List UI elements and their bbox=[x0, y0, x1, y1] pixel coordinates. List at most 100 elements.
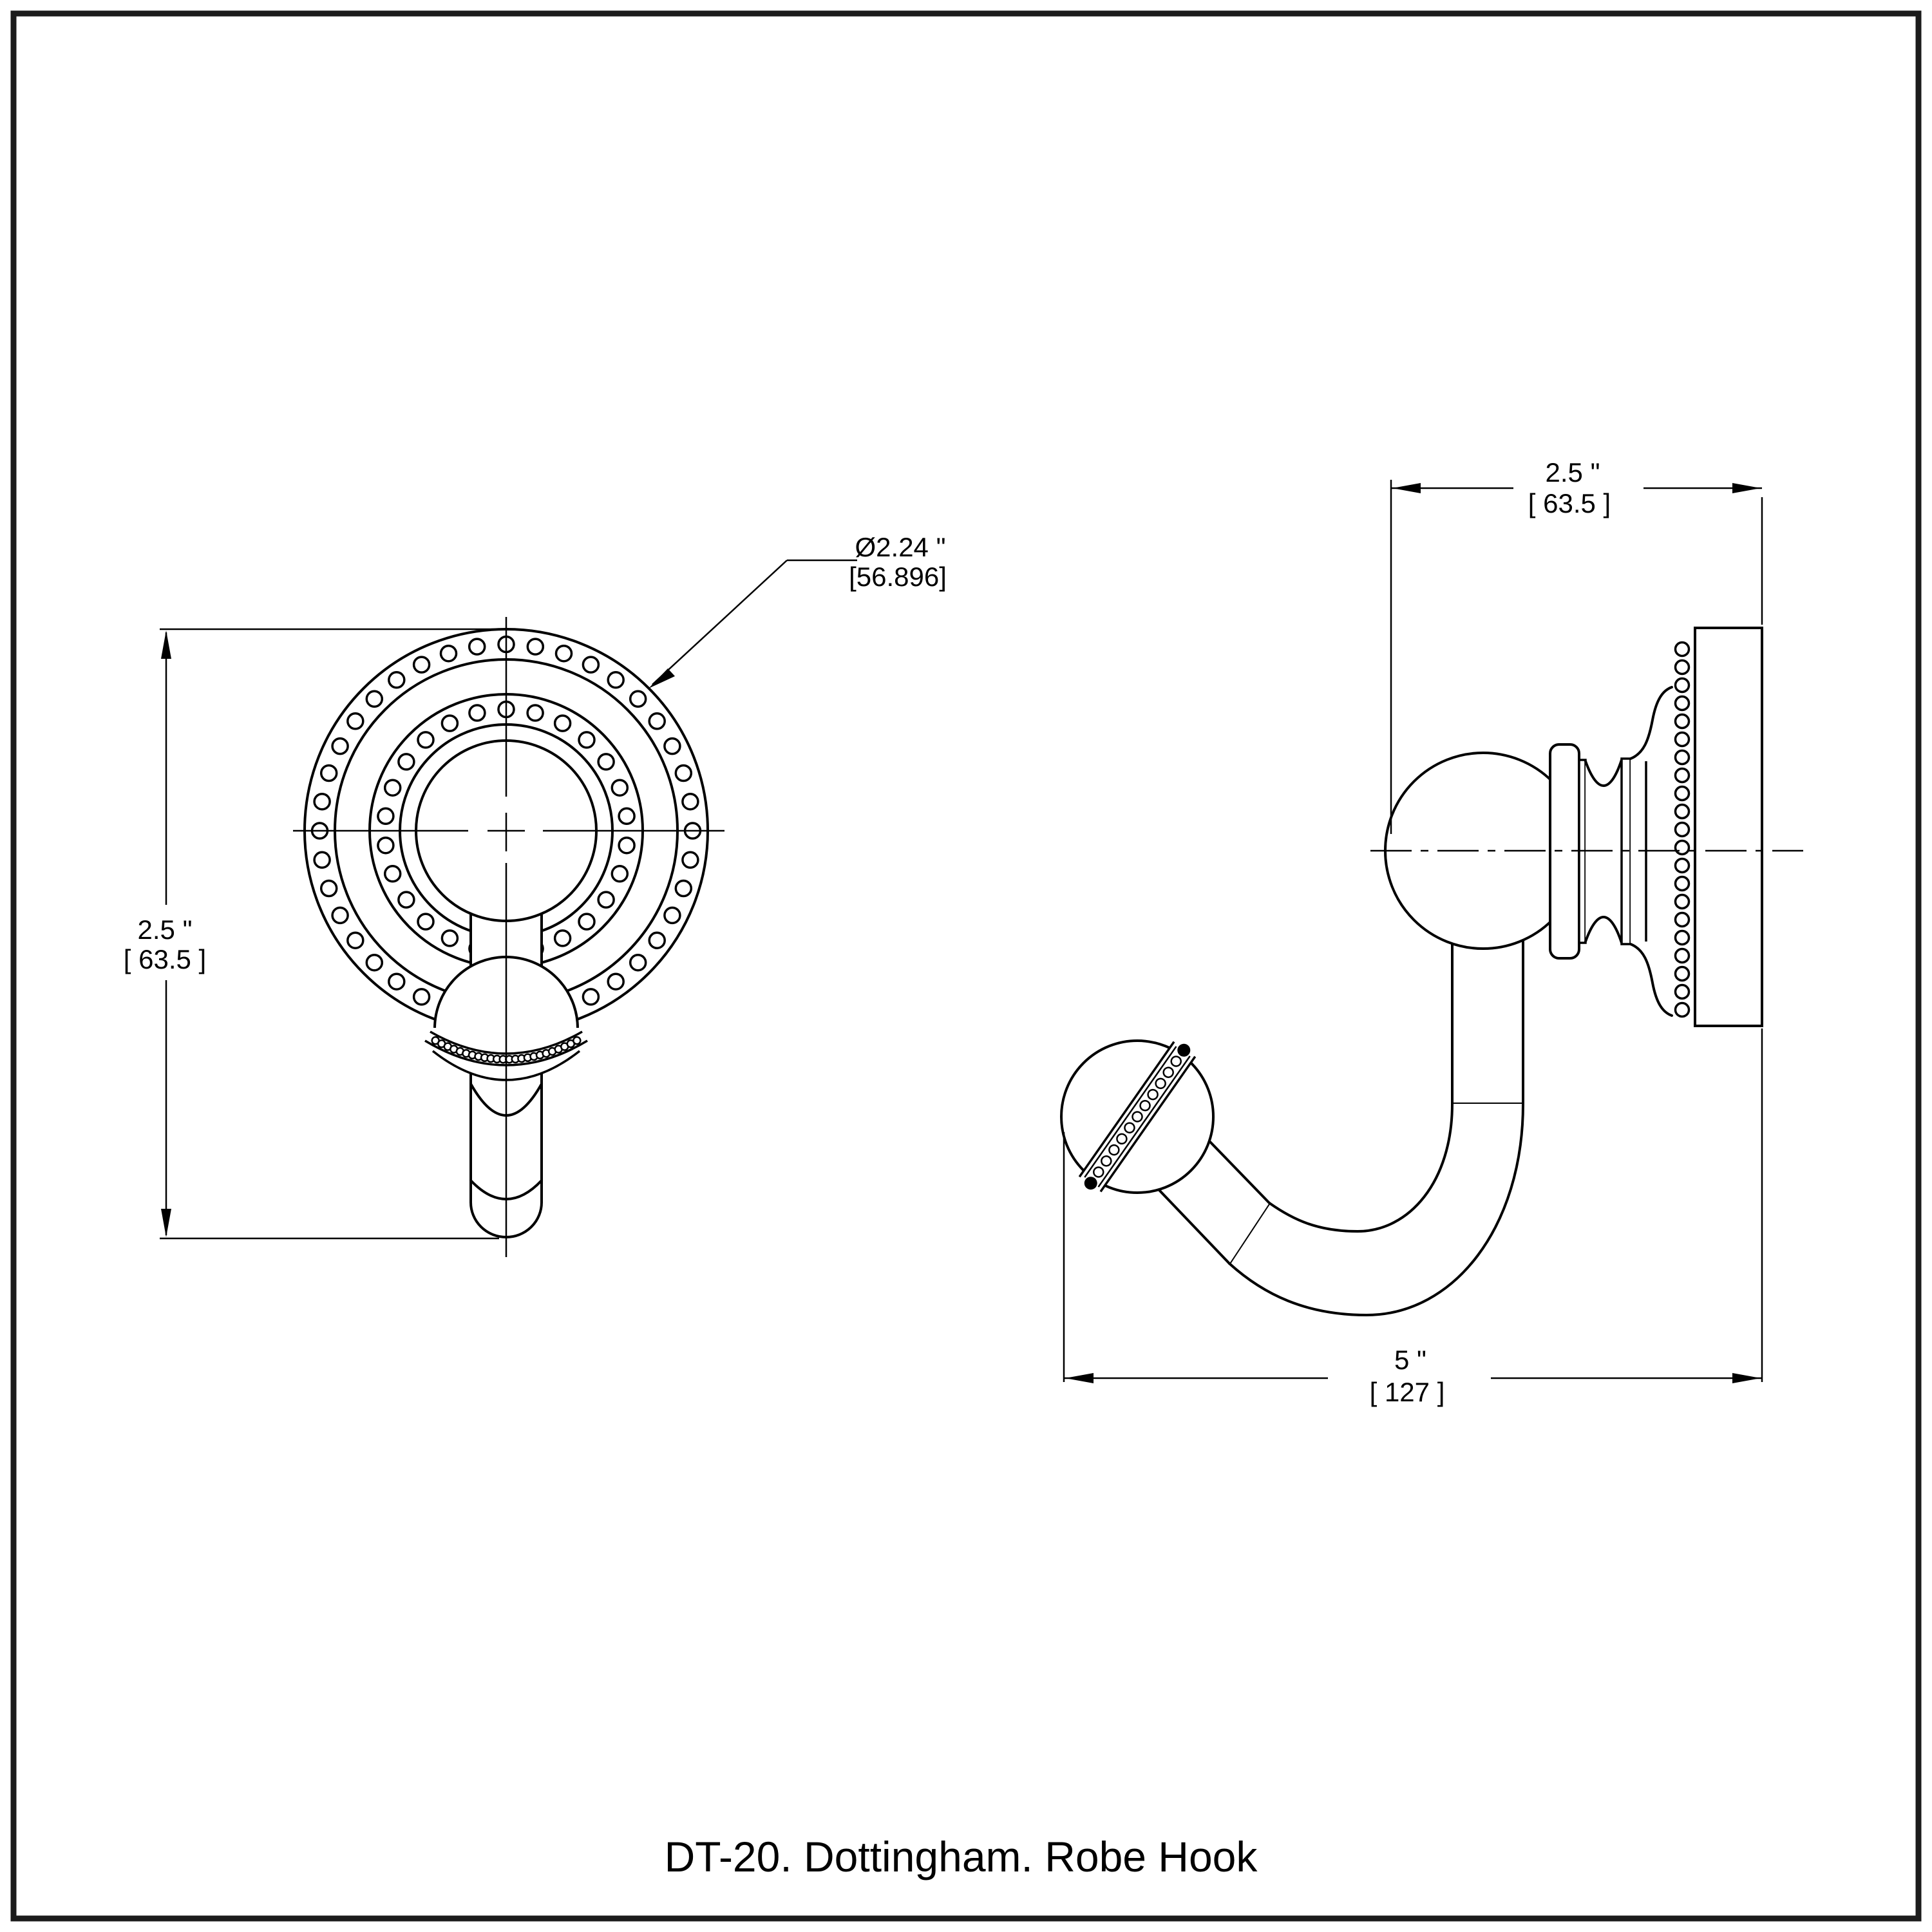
bead bbox=[388, 671, 406, 689]
front-diameter-dimension: Ø2.24 " [56.896] bbox=[649, 532, 947, 688]
arrow-up-icon bbox=[161, 630, 171, 659]
bead bbox=[582, 656, 600, 674]
bead bbox=[468, 704, 486, 722]
bead bbox=[1155, 1077, 1166, 1090]
bead bbox=[397, 891, 415, 909]
bead bbox=[573, 1036, 582, 1045]
arrow-left-icon bbox=[1065, 1373, 1094, 1383]
bead bbox=[383, 779, 402, 797]
bead bbox=[1674, 677, 1690, 694]
bead bbox=[1674, 659, 1690, 676]
bead bbox=[417, 913, 435, 931]
bead bbox=[629, 953, 647, 972]
bead bbox=[618, 836, 636, 855]
bead bbox=[611, 865, 629, 883]
bead bbox=[663, 906, 681, 925]
bead bbox=[1674, 965, 1690, 982]
bead bbox=[365, 690, 384, 708]
bead bbox=[648, 712, 666, 730]
bead bbox=[1674, 911, 1690, 928]
front-diameter-mm: [56.896] bbox=[849, 562, 947, 592]
bead bbox=[1116, 1133, 1128, 1145]
bead bbox=[1674, 695, 1690, 712]
bead bbox=[1674, 785, 1690, 802]
bead bbox=[439, 644, 458, 663]
side-width-dimension: 2.5 " [ 63.5 ] bbox=[1390, 457, 1763, 834]
arrow-right-icon bbox=[1732, 1373, 1761, 1383]
bead bbox=[526, 704, 544, 722]
side-depth-mm: [ 127 ] bbox=[1370, 1377, 1445, 1407]
side-view: 2.5 " [ 63.5 ] 5 " [ 127 ] bbox=[1060, 457, 1803, 1407]
hook-arm-vertical bbox=[1451, 921, 1524, 1105]
bead bbox=[1674, 947, 1690, 964]
bead bbox=[440, 929, 459, 947]
bead bbox=[674, 879, 693, 898]
bead bbox=[417, 731, 435, 749]
bead bbox=[607, 972, 625, 990]
bead bbox=[1674, 983, 1690, 1000]
bead bbox=[681, 851, 699, 869]
bead bbox=[313, 792, 331, 811]
hook-arm-curve bbox=[1228, 1103, 1524, 1317]
front-view: 2.5 " [ 63.5 ] Ø2.24 " [56.896] bbox=[124, 532, 947, 1257]
side-depth-dimension: 5 " [ 127 ] bbox=[1063, 1028, 1763, 1407]
front-height-dimension: 2.5 " [ 63.5 ] bbox=[124, 628, 512, 1240]
leader-arrow-icon bbox=[649, 668, 675, 688]
bead bbox=[578, 731, 596, 749]
bead bbox=[1124, 1122, 1135, 1133]
bead bbox=[1674, 767, 1690, 784]
bead bbox=[1674, 929, 1690, 946]
bead bbox=[618, 807, 636, 826]
bead bbox=[1674, 641, 1690, 658]
bead bbox=[1101, 1155, 1112, 1167]
bead bbox=[365, 953, 384, 972]
front-centerlines bbox=[293, 617, 724, 1257]
bead bbox=[1147, 1088, 1159, 1101]
bead bbox=[1674, 803, 1690, 820]
wall-plate bbox=[1694, 627, 1763, 1027]
bead bbox=[553, 714, 572, 732]
bead bbox=[377, 836, 395, 855]
bead bbox=[1108, 1144, 1120, 1156]
bead bbox=[388, 972, 406, 990]
side-width-mm: [ 63.5 ] bbox=[1528, 488, 1611, 518]
bead bbox=[578, 913, 596, 931]
bead bbox=[648, 931, 666, 949]
bead bbox=[1674, 893, 1690, 910]
bead bbox=[319, 879, 338, 898]
front-diameter-inches: Ø2.24 " bbox=[855, 532, 946, 562]
bead bbox=[597, 891, 615, 909]
bead bbox=[346, 931, 365, 949]
bead bbox=[1093, 1166, 1104, 1178]
front-height-inches: 2.5 " bbox=[138, 914, 193, 945]
bead bbox=[1132, 1111, 1143, 1122]
bead bbox=[319, 764, 338, 782]
hook-tip-knurl-band bbox=[1077, 1037, 1198, 1196]
bead bbox=[1674, 713, 1690, 730]
bead bbox=[412, 656, 431, 674]
bead bbox=[1674, 857, 1690, 874]
arrow-right-icon bbox=[1732, 483, 1761, 493]
bead bbox=[1170, 1056, 1182, 1067]
bell-top bbox=[1629, 686, 1673, 760]
drawing-caption: DT-20. Dottingham. Robe Hook bbox=[665, 1833, 1258, 1880]
bead bbox=[629, 690, 647, 708]
bead bbox=[1674, 821, 1690, 838]
bead bbox=[1674, 875, 1690, 892]
bead bbox=[663, 737, 681, 755]
front-height-mm: [ 63.5 ] bbox=[124, 944, 206, 974]
bead bbox=[331, 737, 349, 755]
band-end-dot bbox=[1177, 1043, 1191, 1057]
bead bbox=[607, 671, 625, 689]
bead bbox=[526, 638, 545, 656]
bead bbox=[674, 764, 693, 782]
bead bbox=[1674, 749, 1690, 766]
bead bbox=[313, 851, 331, 869]
bead bbox=[468, 638, 486, 656]
bead bbox=[331, 906, 349, 925]
bead bbox=[554, 644, 573, 663]
bead bbox=[397, 753, 415, 771]
bead bbox=[1162, 1066, 1174, 1078]
side-width-inches: 2.5 " bbox=[1546, 457, 1600, 488]
